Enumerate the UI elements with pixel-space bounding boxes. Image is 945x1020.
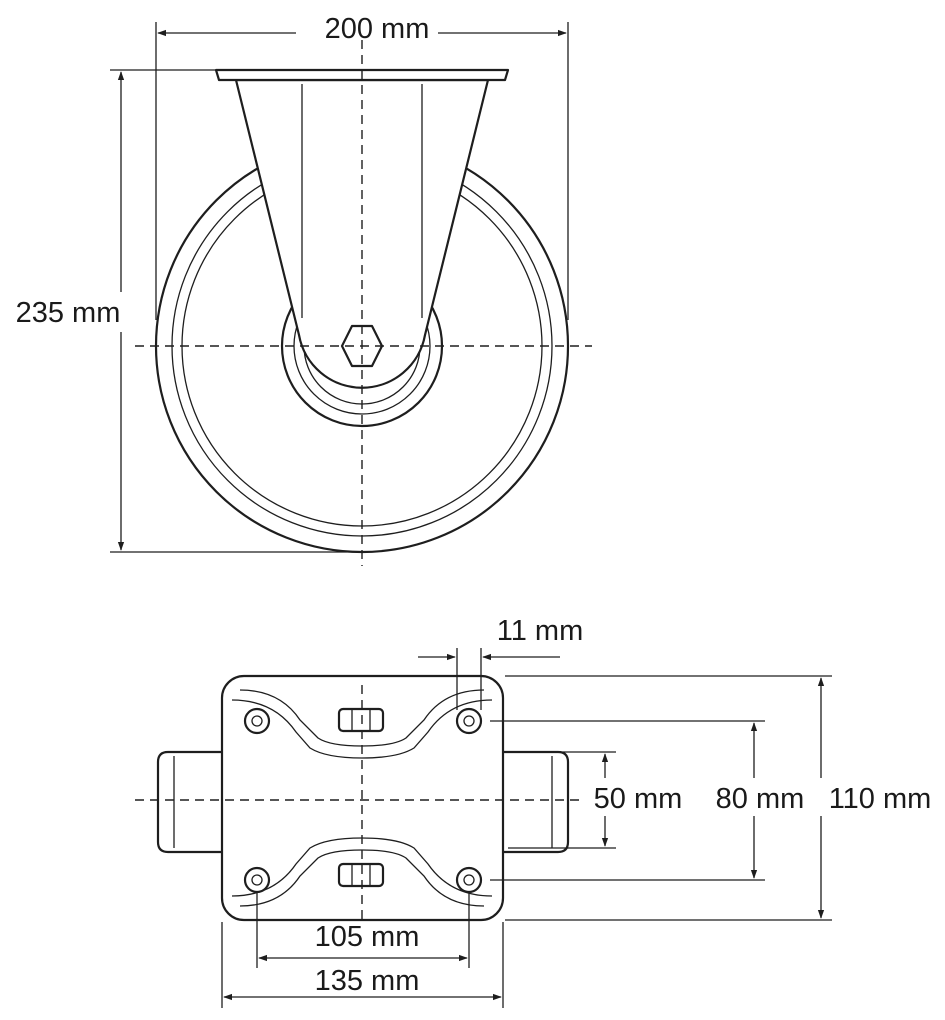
hole-spacing-vertical-label: 80 mm <box>716 783 805 815</box>
overall-width-label: 200 mm <box>325 13 430 45</box>
bolt-hole-label: 11 mm <box>497 615 583 647</box>
axle-width-label: 50 mm <box>594 783 683 815</box>
dimension-hole-spacing-horizontal: 105 mm <box>256 893 470 968</box>
bolt-holes <box>243 707 483 894</box>
dimension-plate-width: 135 mm <box>221 922 504 1008</box>
overall-height-label: 235 mm <box>16 297 121 329</box>
plate-height-label: 110 mm <box>829 783 932 815</box>
dimension-overall-width: 200 mm <box>155 13 569 320</box>
hole-spacing-horizontal-label: 105 mm <box>315 921 420 953</box>
dimension-plate-height: 110 mm <box>505 675 942 921</box>
axle-stubs <box>156 750 570 854</box>
plate-width-label: 135 mm <box>315 965 420 997</box>
fork-bracket <box>214 68 510 389</box>
dimension-axle-width: 50 mm <box>508 751 692 849</box>
dimension-overall-height: 235 mm <box>6 69 360 553</box>
plate-nut-bottom <box>337 862 385 888</box>
dimension-hole-spacing-vertical: 80 mm <box>490 720 814 881</box>
dimension-bolt-hole: 11 mm <box>418 615 583 710</box>
side-view: 200 mm 235 mm <box>6 13 592 566</box>
plate-nut-top <box>337 707 385 733</box>
plate-view: 11 mm 50 mm 80 mm 110 mm <box>135 615 942 1008</box>
